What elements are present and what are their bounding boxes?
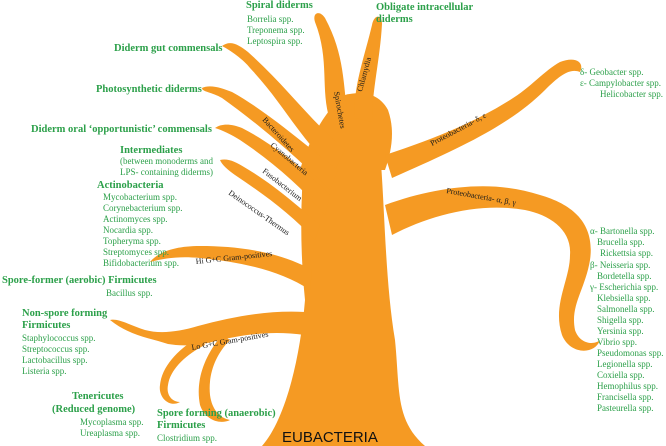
abg-item: Shigella spp. xyxy=(597,315,644,325)
spiral-title: Spiral diderms xyxy=(246,0,313,11)
oral-title: Diderm oral ‘opportunistic’ commensals xyxy=(31,124,212,135)
abg-item: Yersinia spp. xyxy=(597,326,644,336)
abg-item: Salmonella spp. xyxy=(597,304,655,314)
branch-spirochetes xyxy=(314,13,348,120)
actino-item: Mycobacterium spp. xyxy=(103,192,177,202)
nonspore-item: Streptococcus spp. xyxy=(22,344,90,354)
group-delta-eps: δ- Geobacter spp. ε- Campylobacter spp. … xyxy=(580,67,663,99)
photo-title: Photosynthetic diderms xyxy=(96,84,202,95)
nonspore-title-1: Non-spore forming xyxy=(22,308,108,319)
spore-anaerobic-item: Clostridium spp. xyxy=(157,433,217,443)
group-obligate: Obligate intracellular diderms xyxy=(376,2,473,25)
delta-eps-item: Helicobacter spp. xyxy=(600,89,663,99)
branch-hi-gc xyxy=(150,246,312,290)
gut-title: Diderm gut commensals xyxy=(114,43,223,54)
obligate-title-1: Obligate intracellular xyxy=(376,2,473,13)
actino-item: Topheryma spp. xyxy=(103,236,161,246)
actino-item: Bifidobacterium spp. xyxy=(103,258,179,268)
group-spore-aerobic: Spore-former (aerobic) Firmicutes Bacill… xyxy=(2,275,157,298)
spiral-item: Borrelia spp. xyxy=(247,14,294,24)
group-actino: Actinobacteria Mycobacterium spp. Coryne… xyxy=(97,180,182,268)
trunk xyxy=(262,150,425,446)
actino-item: Nocardia spp. xyxy=(103,225,153,235)
branch-proteo-abg xyxy=(385,186,600,351)
group-spiral: Spiral diderms Borrelia spp. Treponema s… xyxy=(246,0,313,46)
abg-item: α- Bartonella spp. xyxy=(590,226,654,236)
spore-anaerobic-title-1: Spore forming (anaerobic) xyxy=(157,408,276,419)
intermediates-title: Intermediates xyxy=(120,145,182,156)
spore-anaerobic-title-2: Firmicutes xyxy=(157,420,205,431)
tenericutes-item: Mycoplasma spp. xyxy=(80,417,144,427)
obligate-title-2: diderms xyxy=(376,14,413,25)
actino-item: Streptomyces spp. xyxy=(103,247,169,257)
spiral-item: Treponema spp. xyxy=(247,25,305,35)
spore-aerobic-title: Spore-former (aerobic) Firmicutes xyxy=(2,275,157,286)
branch-cyanobacteria xyxy=(202,86,338,190)
abg-item: Vibrio spp. xyxy=(597,337,637,347)
abg-item: Coxiella spp. xyxy=(597,370,645,380)
actino-item: Actinomyces spp. xyxy=(103,214,168,224)
abg-item: Bordetella spp. xyxy=(597,271,652,281)
abg-item: Pseudomonas spp. xyxy=(597,348,664,358)
intermediates-sub: (between monoderms and xyxy=(120,156,213,166)
nonspore-item: Lactobacillus spp. xyxy=(22,355,87,365)
tenericutes-title-1: Tenericutes xyxy=(72,391,124,402)
group-spore-anaerobic: Spore forming (anaerobic) Firmicutes Clo… xyxy=(157,408,276,443)
group-abg: α- Bartonella spp. Brucella spp. Rickett… xyxy=(589,226,664,413)
branch-deinococcus xyxy=(220,159,320,240)
group-tenericutes: Tenericutes (Reduced genome) Mycoplasma … xyxy=(52,391,144,438)
abg-item: Francisella spp. xyxy=(597,392,654,402)
root-label: EUBACTERIA xyxy=(282,429,378,446)
spiral-item: Leptospira spp. xyxy=(247,36,303,46)
nonspore-item: Listeria spp. xyxy=(22,366,67,376)
tenericutes-item: Ureaplasma spp. xyxy=(80,428,140,438)
abg-item: Klebsiella spp. xyxy=(597,293,651,303)
abg-item: Legionella spp. xyxy=(597,359,653,369)
abg-item: β- Neisseria spp. xyxy=(590,260,650,270)
delta-eps-item: δ- Geobacter spp. xyxy=(580,67,643,77)
abg-item: γ- Escherichia spp. xyxy=(589,282,658,292)
branch-lo-gc xyxy=(110,311,305,346)
abg-item: Pasteurella spp. xyxy=(597,403,654,413)
spore-aerobic-item: Bacillus spp. xyxy=(106,288,153,298)
tree-shapes xyxy=(110,13,600,446)
tenericutes-title-2: (Reduced genome) xyxy=(52,404,136,415)
branch-fusobacterium xyxy=(215,124,330,215)
delta-eps-item: ε- Campylobacter spp. xyxy=(580,78,661,88)
abg-item: Rickettsia spp. xyxy=(600,248,653,258)
branch-chlamydia xyxy=(354,16,382,123)
abg-item: Brucella spp. xyxy=(597,237,645,247)
actino-item: Corynebacterium spp. xyxy=(103,203,182,213)
nonspore-item: Staphylococcus spp. xyxy=(22,333,96,343)
intermediates-sub: LPS- containing diderms) xyxy=(120,167,213,177)
actino-title: Actinobacteria xyxy=(97,180,164,191)
branch-tenericutes xyxy=(159,336,205,404)
branch-lo-gc-hook xyxy=(198,335,230,422)
group-nonspore: Non-spore forming Firmicutes Staphylococ… xyxy=(22,308,108,376)
branch-bacteroidetes xyxy=(222,43,345,170)
group-intermediates: Intermediates (between monoderms and LPS… xyxy=(120,145,213,177)
abg-item: Hemophilus spp. xyxy=(597,381,658,391)
branch-proteo-de xyxy=(385,59,582,178)
nonspore-title-2: Firmicutes xyxy=(22,320,70,331)
